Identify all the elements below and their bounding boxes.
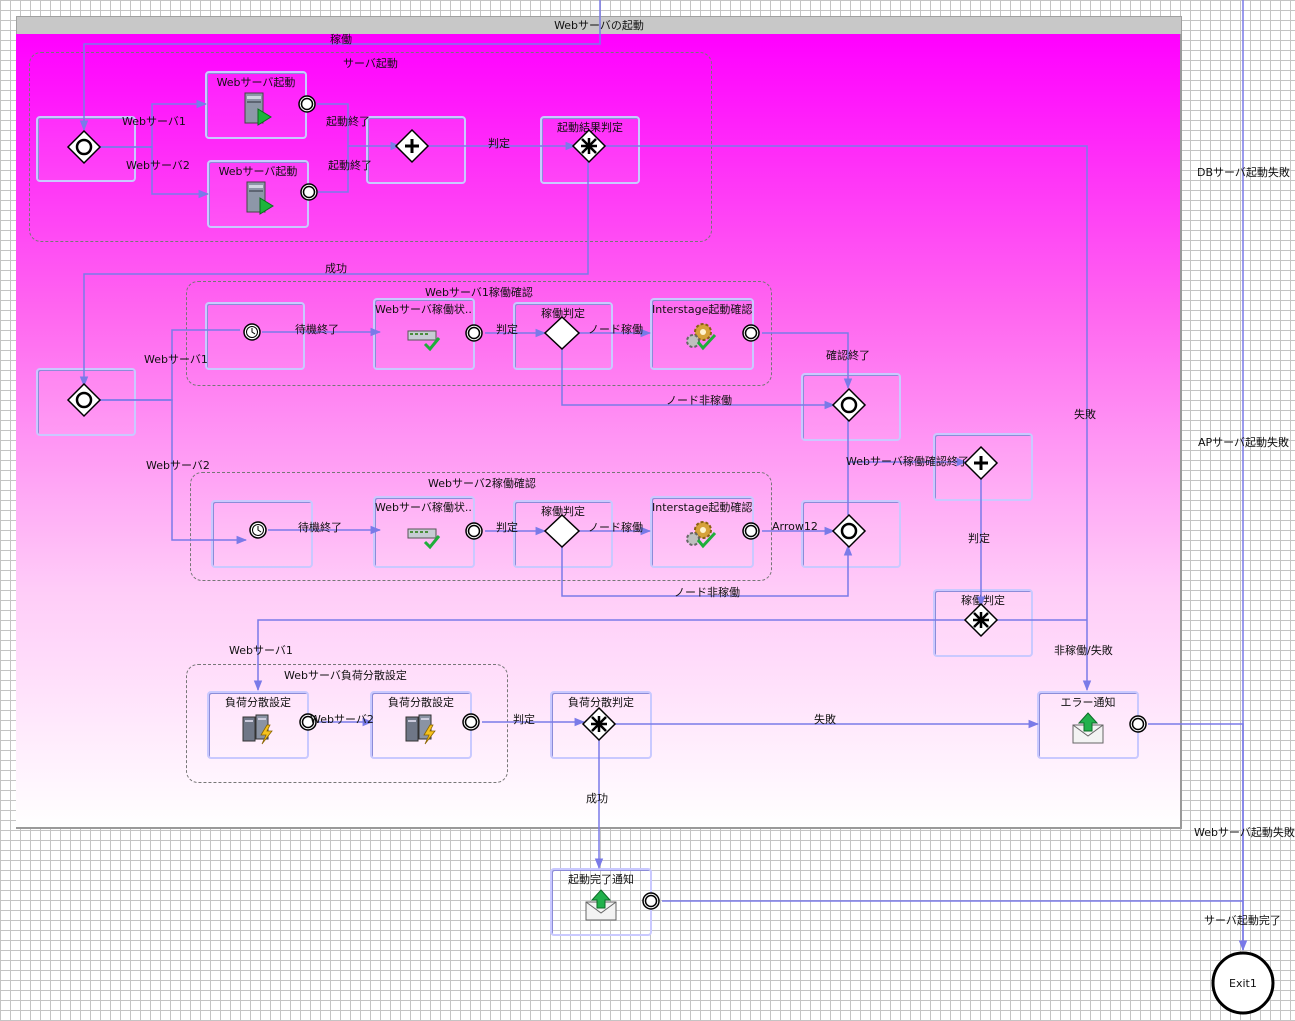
task-label: Interstage起動確認	[652, 303, 752, 316]
task-webserver-status-2[interactable]: Webサーバ稼働状...	[373, 496, 475, 568]
arrow-label: 成功	[586, 792, 608, 805]
arrow-label: 判定	[968, 532, 990, 545]
arrow-label: Webサーバ1	[229, 644, 293, 657]
arrow-label: APサーバ起動失敗	[1198, 436, 1290, 449]
task-label: 起動完了通知	[568, 873, 634, 886]
task-start-result-judge[interactable]: 起動結果判定	[540, 116, 640, 184]
arrow-label: Webサーバ2	[126, 159, 190, 172]
mail-send-icon	[1072, 712, 1104, 744]
task-label: 稼働判定	[541, 505, 585, 518]
task-load-balance-judge[interactable]: 負荷分散判定	[550, 691, 652, 759]
task-label: 起動結果判定	[557, 121, 623, 134]
task-label: 負荷分散判定	[568, 696, 634, 709]
gateway-box-parallel-join[interactable]	[366, 116, 466, 184]
arrow-label: サーバ起動完了	[1204, 914, 1281, 927]
arrow-label: 待機終了	[295, 323, 339, 336]
task-error-notify[interactable]: エラー通知	[1037, 691, 1139, 759]
arrow-label: 稼働	[330, 33, 352, 46]
arrow-label: Webサーバ1	[122, 115, 186, 128]
mail-send-icon	[585, 889, 617, 921]
arrow-label: 起動終了	[328, 159, 372, 172]
gateway-box-check-end-1[interactable]	[801, 373, 901, 441]
task-label: 稼働判定	[541, 307, 585, 320]
task-label: エラー通知	[1060, 696, 1116, 709]
task-label: 稼働判定	[961, 594, 1005, 607]
task-label: 負荷分散設定	[388, 696, 454, 709]
task-wait-1[interactable]	[205, 302, 305, 370]
task-webserver-status-1[interactable]: Webサーバ稼働状...	[373, 298, 475, 370]
lane-title: Webサーバの起動	[16, 16, 1182, 35]
arrow-label: 待機終了	[298, 521, 342, 534]
arrow-label: ノード稼働	[588, 323, 643, 336]
server-start-icon	[246, 181, 274, 215]
arrow-label: 判定	[496, 521, 518, 534]
arrow-label: ノード稼働	[588, 521, 643, 534]
arrow-label: Webサーバ2	[310, 713, 374, 726]
server-start-icon	[244, 92, 272, 126]
task-webserver-start-2[interactable]: Webサーバ起動	[207, 160, 309, 228]
load-balance-server-icon	[405, 714, 436, 745]
gear-check-icon	[686, 323, 717, 351]
task-label: Webサーバ起動	[218, 165, 298, 178]
load-balance-server-icon	[242, 714, 273, 745]
task-start-complete-notify[interactable]: 起動完了通知	[550, 868, 652, 936]
arrow-label: 確認終了	[826, 349, 870, 362]
arrow-label: ノード非稼働	[666, 394, 732, 407]
group-label-server-start: サーバ起動	[343, 57, 398, 70]
task-run-judge-3[interactable]: 稼働判定	[933, 589, 1033, 657]
arrow-label: 判定	[513, 713, 535, 726]
network-check-icon	[407, 528, 441, 550]
task-label: Webサーバ稼働状...	[375, 303, 473, 316]
task-load-balance-setup-2[interactable]: 負荷分散設定	[370, 691, 472, 759]
task-interstage-check-2[interactable]: Interstage起動確認	[650, 496, 754, 568]
task-label: Webサーバ起動	[216, 76, 296, 89]
task-webserver-start-1[interactable]: Webサーバ起動	[205, 71, 307, 139]
arrow-label: Webサーバ1	[144, 353, 208, 366]
arrow-label: 起動終了	[326, 115, 370, 128]
arrow-label: 判定	[496, 323, 518, 336]
arrow-label: 成功	[325, 262, 347, 275]
arrow-label: 失敗	[814, 713, 836, 726]
exit-label: Exit1	[1229, 977, 1257, 990]
arrow-label: Webサーバ稼働確認終了	[846, 455, 969, 468]
group-label-webserver2-check: Webサーバ2稼働確認	[428, 477, 536, 490]
task-label: 負荷分散設定	[225, 696, 291, 709]
arrow-label: 非稼働/失敗	[1054, 644, 1113, 657]
arrow-label: 判定	[488, 137, 510, 150]
arrow-label: Webサーバ2	[146, 459, 210, 472]
gateway-box-check-end-2[interactable]	[801, 500, 901, 568]
gateway-box-webserver-split[interactable]	[36, 368, 136, 436]
arrow-label: Arrow12	[772, 520, 818, 533]
task-load-balance-setup-1[interactable]: 負荷分散設定	[207, 691, 309, 759]
arrow-label: 失敗	[1074, 408, 1096, 421]
arrow-label: DBサーバ起動失敗	[1197, 166, 1290, 179]
arrow-label: ノード非稼働	[674, 586, 740, 599]
network-check-icon	[407, 330, 441, 352]
group-label-load-balance-setup: Webサーバ負荷分散設定	[284, 669, 407, 682]
task-label: Interstage起動確認	[652, 501, 752, 514]
gateway-box-start-split[interactable]	[36, 116, 136, 182]
gear-check-icon	[686, 521, 717, 549]
task-interstage-check-1[interactable]: Interstage起動確認	[650, 298, 754, 370]
arrow-label: Webサーバ起動失敗	[1194, 826, 1295, 839]
task-label: Webサーバ稼働状...	[375, 501, 473, 514]
